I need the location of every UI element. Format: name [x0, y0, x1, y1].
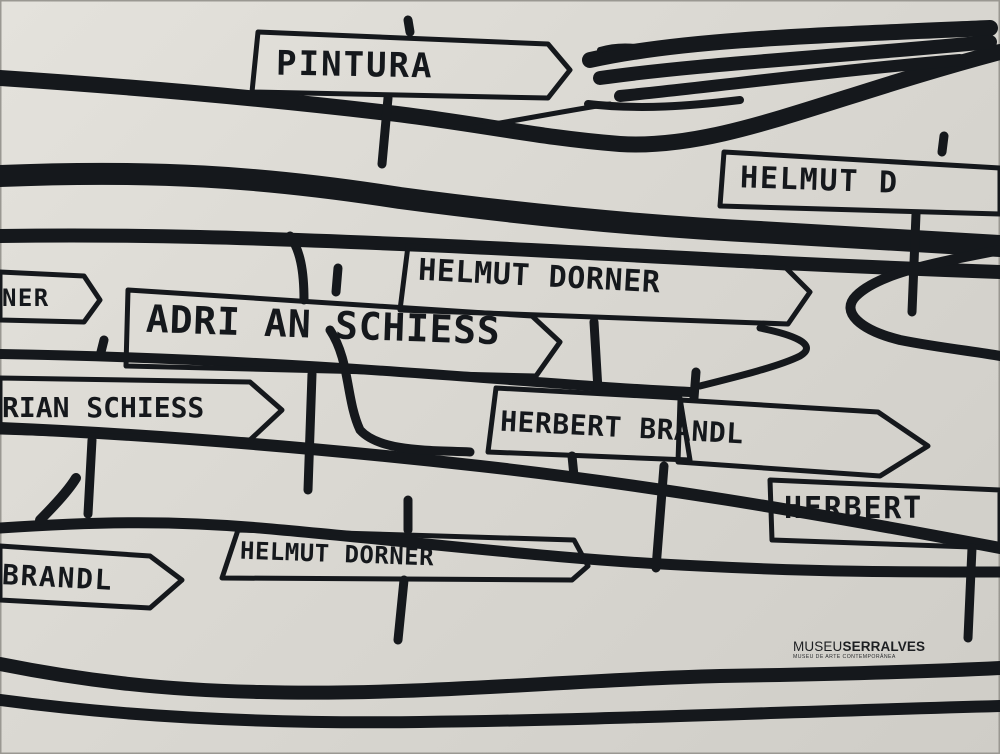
sign-post — [83, 435, 97, 519]
road-stroke — [35, 473, 81, 525]
logo-part-1: MUSEU — [793, 639, 843, 654]
sign-outline — [0, 543, 185, 611]
scribble — [597, 43, 663, 55]
sign-post — [907, 209, 921, 317]
loop-stroke — [325, 325, 475, 457]
loop-stroke — [845, 245, 1000, 361]
sign-outline — [0, 375, 285, 443]
logo-part-2: SERRALVES — [842, 639, 926, 654]
sign-post — [651, 461, 669, 573]
sign-herbert-right: HERBERT — [784, 491, 924, 526]
sign-post — [689, 367, 701, 403]
sign-outline — [123, 287, 563, 379]
sign-post — [95, 335, 109, 361]
loop-stroke — [285, 231, 309, 305]
sign-post — [567, 451, 579, 481]
sign-helmut-top-right: HELMUT D — [739, 160, 900, 201]
sign-post — [589, 317, 603, 395]
logo-wordmark: MUSEUSERRALVES — [793, 640, 963, 654]
sign-ner-left: NER — [2, 284, 50, 312]
road-stroke — [0, 657, 1000, 700]
museum-logo: MUSEUSERRALVES MUSEU DE ARTE CONTEMPORÂN… — [793, 640, 963, 660]
sign-outline — [675, 397, 931, 479]
scribble — [582, 20, 998, 68]
sign-post — [963, 543, 977, 643]
sign-outline — [485, 385, 693, 463]
sign-outline — [219, 527, 591, 583]
road-stroke — [0, 44, 1000, 153]
sign-outline — [717, 149, 1000, 217]
road-stroke — [0, 162, 1000, 257]
scribble — [467, 101, 613, 131]
sign-outline — [767, 477, 1000, 551]
sign-post — [403, 15, 415, 37]
road-stroke — [0, 517, 1000, 578]
sign-adrian-schiess-center: ADRI AN SCHIESS — [145, 296, 502, 354]
sign-post — [331, 263, 343, 297]
sign-post — [393, 575, 409, 645]
sign-brandl-left: BRANDL — [1, 558, 115, 597]
sign-outline — [397, 243, 813, 327]
sign-pintura: PINTURA — [275, 43, 434, 87]
road-stroke — [0, 694, 1000, 729]
sign-outline — [249, 29, 573, 101]
sign-adrian-schiess-left: RIAN SCHIESS — [2, 391, 205, 424]
loop-stroke — [696, 324, 810, 390]
logo-subtitle: MUSEU DE ARTE CONTEMPORÂNEA — [793, 653, 896, 660]
scribble — [614, 54, 966, 102]
sign-post — [937, 131, 949, 157]
sign-helmut-dorner-bottom: HELMUT DORNER — [239, 536, 435, 572]
road-stroke — [0, 422, 1000, 554]
scribble — [593, 35, 997, 85]
sign-post — [303, 369, 317, 495]
sign-post — [377, 93, 393, 169]
sign-outline — [0, 269, 103, 325]
